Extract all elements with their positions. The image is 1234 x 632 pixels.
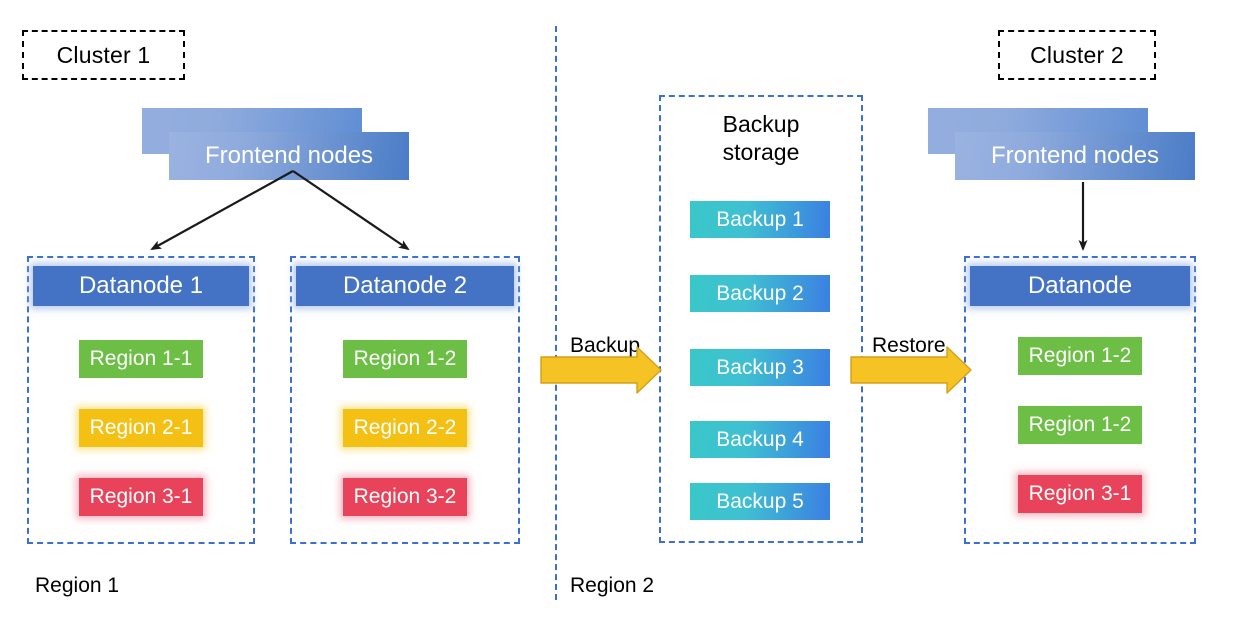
datanode-3-region-0[interactable]: Region 1-2 (1018, 337, 1142, 375)
datanode-2-title: Datanode 2 (342, 272, 468, 299)
frontend-nodes-left[interactable]: Frontend nodes (142, 108, 412, 182)
frontend-card-front-right: Frontend nodes (955, 132, 1195, 180)
backup-item-label: Backup 4 (716, 427, 804, 451)
cluster-2-chip: Cluster 2 (998, 30, 1156, 80)
restore-arrow-label: Restore (872, 334, 946, 357)
region-divider (555, 26, 557, 600)
frontend-card-front-left: Frontend nodes (169, 132, 409, 180)
datanode-2-region-0[interactable]: Region 1-2 (343, 340, 467, 378)
datanode-1-container[interactable] (27, 256, 255, 544)
backup-item-0[interactable]: Backup 1 (690, 201, 830, 238)
backup-item-4[interactable]: Backup 5 (690, 483, 830, 520)
arrow-frontend-to-datanode-1 (150, 170, 294, 250)
datanode-3-region-2[interactable]: Region 3-1 (1018, 475, 1142, 513)
backup-item-1[interactable]: Backup 2 (690, 275, 830, 312)
backup-item-label: Backup 2 (716, 281, 804, 305)
datanode-1-title: Datanode 1 (78, 272, 204, 299)
datanode-3-title: Datanode (1027, 272, 1133, 299)
region-label: Region 3-2 (353, 485, 457, 508)
region-label: Region 1-2 (353, 347, 457, 370)
backup-storage-title: Backup storage (659, 110, 863, 166)
region-2-label: Region 2 (570, 574, 655, 597)
datanode-3-container[interactable] (964, 256, 1196, 544)
frontend-label-left: Frontend nodes (204, 142, 374, 169)
datanode-2-region-2[interactable]: Region 3-2 (343, 478, 467, 516)
cluster-2-label: Cluster 2 (1030, 41, 1124, 68)
datanode-2-region-1[interactable]: Region 2-2 (343, 409, 467, 447)
region-label: Region 3-1 (89, 485, 193, 508)
region-label: Region 1-2 (1028, 344, 1132, 367)
datanode-1-region-0[interactable]: Region 1-1 (79, 340, 203, 378)
datanode-1-region-1[interactable]: Region 2-1 (79, 409, 203, 447)
datanode-1-region-2[interactable]: Region 3-1 (79, 478, 203, 516)
datanode-2-header[interactable]: Datanode 2 (296, 266, 514, 306)
datanode-3-region-1[interactable]: Region 1-2 (1018, 406, 1142, 444)
region-1-label: Region 1 (35, 574, 120, 597)
backup-storage-container[interactable] (659, 95, 863, 543)
datanode-3-header[interactable]: Datanode (970, 266, 1190, 306)
frontend-label-right: Frontend nodes (990, 142, 1160, 169)
datanode-2-container[interactable] (290, 256, 520, 544)
region-label: Region 3-1 (1028, 482, 1132, 505)
region-label: Region 2-1 (89, 416, 193, 439)
frontend-nodes-right[interactable]: Frontend nodes (928, 108, 1198, 182)
cluster-1-label: Cluster 1 (56, 41, 151, 68)
arrow-frontend-to-datanode-2 (292, 170, 410, 251)
datanode-1-header[interactable]: Datanode 1 (33, 266, 249, 306)
backup-storage-title-line-1: Backup (722, 111, 800, 137)
backup-storage-title-line-2: storage (722, 139, 800, 166)
backup-item-label: Backup 1 (716, 207, 804, 231)
backup-item-3[interactable]: Backup 4 (690, 421, 830, 458)
backup-arrow-label: Backup (570, 334, 641, 357)
cluster-1-chip: Cluster 1 (22, 30, 185, 80)
region-label: Region 1-2 (1028, 413, 1132, 436)
region-label: Region 2-2 (353, 416, 457, 439)
backup-item-2[interactable]: Backup 3 (690, 349, 830, 386)
backup-item-label: Backup 3 (716, 355, 804, 379)
region-label: Region 1-1 (89, 347, 193, 370)
backup-item-label: Backup 5 (716, 489, 804, 513)
